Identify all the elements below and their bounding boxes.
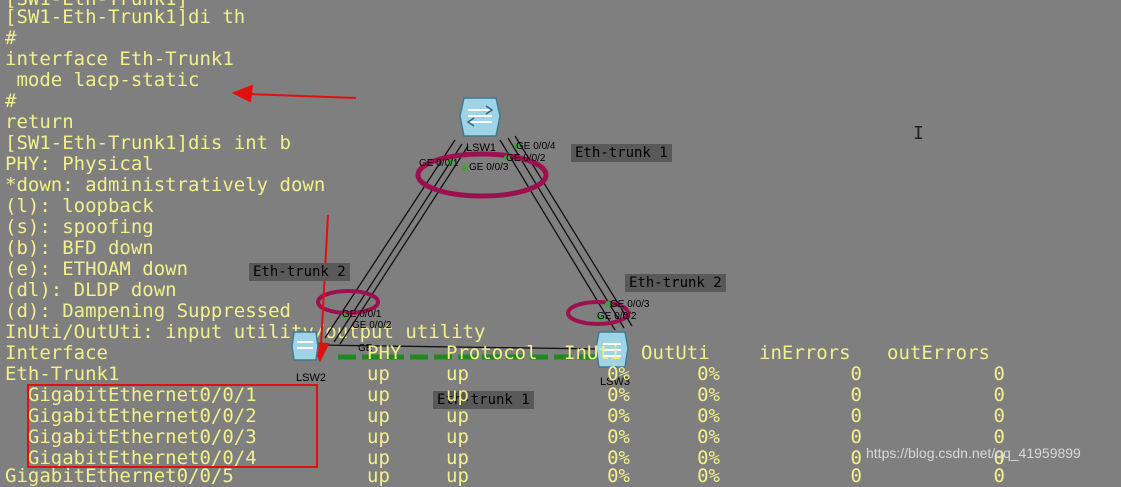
cell-inerrors: 0 bbox=[850, 447, 862, 469]
cell-inuti: 0% bbox=[607, 447, 630, 469]
member-ports-highlight-box bbox=[27, 384, 318, 468]
terminal-line: (dl): DLDP down bbox=[5, 279, 177, 301]
cell-outerrors: 0 bbox=[993, 465, 1005, 487]
cell-phy: up bbox=[367, 447, 390, 469]
terminal-line: mode lacp-static bbox=[5, 69, 200, 91]
terminal-window[interactable]: [SW1-Eth-Trunk1] [SW1-Eth-Trunk1]di th #… bbox=[0, 0, 1121, 474]
cell-oututi: 0% bbox=[697, 426, 720, 448]
header-phy: PHY bbox=[367, 342, 402, 364]
cell-interface: GigabitEthernet0/0/5 bbox=[5, 465, 234, 487]
switch-icon[interactable] bbox=[594, 330, 630, 370]
terminal-line: (d): Dampening Suppressed bbox=[5, 300, 291, 322]
cell-inuti: 0% bbox=[607, 426, 630, 448]
cell-outerrors: 0 bbox=[993, 426, 1005, 448]
terminal-line: return bbox=[5, 111, 74, 133]
terminal-line: # bbox=[5, 27, 17, 49]
cell-inerrors: 0 bbox=[850, 465, 862, 487]
port-label: GE 0/0/3 bbox=[469, 162, 509, 173]
cell-inuti: 0% bbox=[607, 405, 630, 427]
cell-inuti: 0% bbox=[607, 465, 630, 487]
cell-oututi: 0% bbox=[697, 447, 720, 469]
cell-inerrors: 0 bbox=[850, 384, 862, 406]
cell-phy: up bbox=[367, 363, 390, 385]
header-outerrors: outErrors bbox=[887, 342, 990, 364]
cell-phy: up bbox=[367, 384, 390, 406]
terminal-line: [SW1-Eth-Trunk1] bbox=[5, 0, 188, 10]
header-interface: Interface bbox=[5, 342, 108, 364]
terminal-line: (e): ETHOAM down bbox=[5, 258, 189, 280]
device-label-lsw3: LSW3 bbox=[600, 376, 630, 388]
cell-protocol: up bbox=[446, 384, 469, 406]
switch-icon[interactable] bbox=[458, 96, 502, 138]
terminal-line: (l): loopback bbox=[5, 195, 154, 217]
port-label: GE 0/0/2 bbox=[597, 311, 637, 322]
terminal-line: (b): BFD down bbox=[5, 237, 154, 259]
header-protocol: Protocol bbox=[446, 342, 538, 364]
header-oututi: OutUti bbox=[641, 342, 710, 364]
header-inuti: InUti bbox=[564, 342, 622, 364]
cell-outerrors: 0 bbox=[993, 447, 1005, 469]
port-label: GE 0/0/4 bbox=[516, 141, 556, 152]
cell-outerrors: 0 bbox=[993, 405, 1005, 427]
cell-protocol: up bbox=[446, 405, 469, 427]
terminal-line: InUti/OutUti: input utility/output utili… bbox=[5, 321, 486, 343]
cell-oututi: 0% bbox=[697, 465, 720, 487]
cell-outerrors: 0 bbox=[993, 384, 1005, 406]
port-label: GE 0/0/1 bbox=[342, 309, 382, 320]
cell-protocol: up bbox=[446, 447, 469, 469]
cell-inerrors: 0 bbox=[850, 363, 862, 385]
terminal-line: interface Eth-Trunk1 bbox=[5, 48, 234, 70]
trunk-label: Eth-trunk 2 bbox=[249, 263, 350, 281]
cell-outerrors: 0 bbox=[993, 363, 1005, 385]
cell-inerrors: 0 bbox=[850, 426, 862, 448]
cell-inuti: 0% bbox=[607, 363, 630, 385]
port-label: GE bbox=[358, 343, 373, 354]
port-label: GE 0/0/3 bbox=[610, 299, 650, 310]
cell-phy: up bbox=[367, 426, 390, 448]
device-label-lsw2: LSW2 bbox=[296, 372, 326, 384]
port-label: GE 0/0/1 bbox=[419, 158, 459, 169]
port-label: GE 0/0/2 bbox=[352, 320, 392, 331]
trunk-label: Eth-trunk 1 bbox=[433, 391, 534, 409]
trunk-label: Eth-trunk 1 bbox=[571, 144, 672, 162]
text-cursor-icon: I bbox=[913, 123, 924, 144]
terminal-line: (s): spoofing bbox=[5, 216, 154, 238]
cell-oututi: 0% bbox=[697, 384, 720, 406]
cell-protocol: up bbox=[446, 465, 469, 487]
cell-protocol: up bbox=[446, 363, 469, 385]
cell-interface: GigabitEthernet0/0/1 bbox=[5, 384, 257, 406]
switch-icon[interactable] bbox=[290, 330, 320, 362]
cell-oututi: 0% bbox=[697, 363, 720, 385]
cell-interface: GigabitEthernet0/0/4 bbox=[5, 447, 257, 469]
cell-interface: GigabitEthernet0/0/3 bbox=[5, 426, 257, 448]
terminal-line: *down: administratively down bbox=[5, 174, 326, 196]
cell-inuti: 0% bbox=[607, 384, 630, 406]
header-inerrors: inErrors bbox=[759, 342, 851, 364]
cell-inerrors: 0 bbox=[850, 405, 862, 427]
cell-phy: up bbox=[367, 465, 390, 487]
cell-oututi: 0% bbox=[697, 405, 720, 427]
terminal-line: [SW1-Eth-Trunk1]dis int b bbox=[5, 132, 291, 154]
port-label: GE 0/0/2 bbox=[506, 153, 546, 164]
terminal-line: PHY: Physical bbox=[5, 153, 154, 175]
cell-interface: GigabitEthernet0/0/2 bbox=[5, 405, 257, 427]
device-label-lsw1: LSW1 bbox=[466, 142, 496, 154]
cell-protocol: up bbox=[446, 426, 469, 448]
terminal-line: [SW1-Eth-Trunk1]di th bbox=[5, 6, 246, 28]
cell-interface: Eth-Trunk1 bbox=[5, 363, 120, 385]
cell-phy: up bbox=[367, 405, 390, 427]
watermark: https://blog.csdn.net/qq_41959899 bbox=[866, 445, 1081, 461]
terminal-line: # bbox=[5, 90, 17, 112]
trunk-label: Eth-trunk 2 bbox=[625, 274, 726, 292]
